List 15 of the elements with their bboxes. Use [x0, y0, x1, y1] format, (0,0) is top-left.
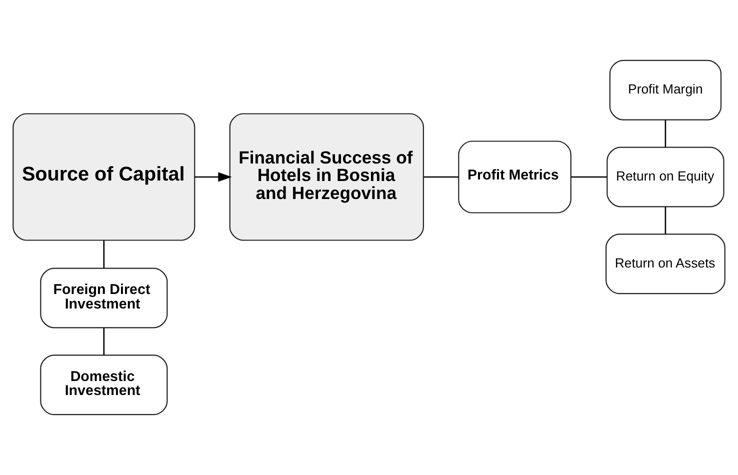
- connector: [103, 328, 105, 356]
- node-box: Return on Assets: [606, 234, 726, 294]
- connector: [103, 240, 105, 268]
- node-box: Source of Capital: [12, 113, 196, 241]
- node-box: Financial Success of Hotels in Bosnia and Herzegovina: [229, 113, 424, 241]
- connector: [571, 176, 608, 178]
- node-box: Foreign Direct Investment: [40, 268, 168, 328]
- arrow: [194, 172, 232, 182]
- connector: [664, 206, 666, 234]
- node-box: Domestic Investment: [40, 354, 168, 416]
- node-box: Profit Margin: [609, 60, 722, 120]
- node-box: Return on Equity: [606, 146, 724, 208]
- node-box: Profit Metrics: [458, 140, 572, 214]
- connector: [664, 120, 666, 148]
- connector: [424, 176, 459, 178]
